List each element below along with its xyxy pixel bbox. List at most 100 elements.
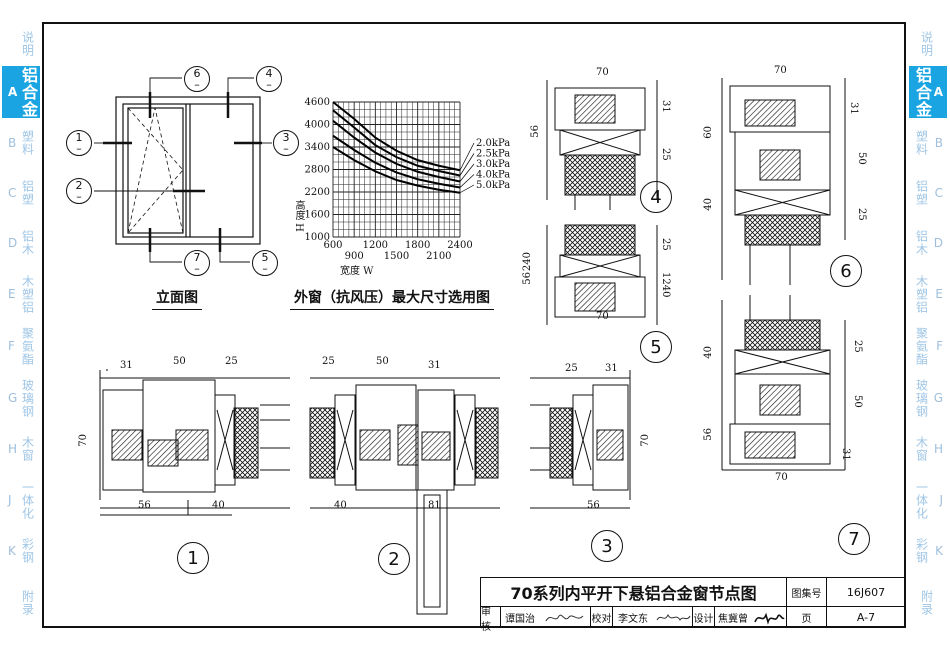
marker-dash: – (266, 78, 272, 91)
marker-dash: – (283, 142, 289, 155)
dim-d1-31: 31 (120, 360, 133, 371)
category-tab-code: A (933, 85, 943, 99)
designer-signature-icon (753, 612, 785, 625)
category-tab-11[interactable]: 附录 (909, 576, 947, 629)
category-tab-code: D (933, 236, 943, 250)
chart-series-label: 2.5kPa (476, 149, 510, 160)
dim-d4-31: 31 (660, 100, 671, 113)
elevation-marker-2: 2– (66, 178, 92, 204)
detail-number-7: 7 (838, 523, 870, 555)
marker-dash: – (194, 262, 200, 275)
category-tab-label: 彩钢 (914, 538, 929, 564)
page-label: 页 (787, 607, 827, 628)
marker-number: 2 (75, 179, 83, 192)
category-tab-code: J (8, 493, 12, 507)
designer-name: 焦冀曾 (718, 614, 748, 625)
chart-x-tick: 900 (345, 251, 364, 262)
section-detail-6 (721, 78, 846, 285)
category-tab-label: 塑料 (20, 130, 35, 156)
section-detail-5 (546, 224, 658, 325)
dim-d7-31: 31 (840, 448, 851, 461)
dim-d5-1240: 1240 (660, 272, 671, 298)
dim-d4-70: 70 (596, 67, 609, 78)
checker-signature-icon (656, 613, 690, 621)
detail-number-1: 1 (177, 542, 209, 574)
category-tab-code: E (8, 287, 16, 301)
atlas-number: 16J607 (827, 578, 905, 607)
marker-number: 4 (265, 67, 273, 80)
section-detail-3 (530, 370, 631, 509)
chart-y-label: 高度 H (293, 200, 304, 232)
title-block: 70系列内平开下悬铝合金窗节点图 图集号 16J607 审核 谭国治 校对 李文… (480, 577, 906, 633)
dim-d2-81: 81 (428, 500, 441, 511)
category-tab-code: A (8, 85, 18, 99)
category-tab-code: F (8, 339, 15, 353)
reviewer-signature (539, 607, 591, 628)
category-tab-code: B (8, 136, 17, 150)
elevation-marker-7: 7– (184, 250, 210, 276)
dim-d5-240: 240 (522, 252, 533, 272)
category-tab-label: 一体化 (20, 480, 35, 520)
chart-series-label: 2.0kPa (476, 138, 510, 149)
chart-series-leader (459, 142, 475, 171)
category-tab-label: 聚氨酯 (20, 326, 35, 366)
chart-series-leader (459, 153, 475, 176)
category-tab-label: 塑料 (914, 130, 929, 156)
category-tab-label: 铝合金 (19, 66, 38, 118)
category-tab-code: H (933, 442, 943, 456)
dim-d4-25: 25 (660, 148, 671, 161)
category-tab-label: 说明 (20, 31, 35, 57)
chart-y-tick: 4600 (305, 97, 330, 108)
chart-y-tick: 3400 (305, 142, 330, 153)
dim-d3-70: 70 (640, 434, 651, 447)
drawing-frame (42, 22, 906, 628)
dim-d4-56: 56 (530, 125, 541, 138)
check-label: 校对 (591, 607, 613, 628)
chart-caption: 外窗（抗风压）最大尺寸选用图 (290, 287, 494, 310)
category-tab-6[interactable]: F 聚氨酯 (2, 320, 40, 372)
category-tab-code: F (936, 339, 943, 353)
dim-d6-31: 31 (848, 102, 859, 115)
elevation-marker-3: 3– (273, 130, 299, 156)
marker-number: 3 (282, 131, 290, 144)
category-tab-11[interactable]: 附录 (2, 576, 40, 629)
chart-x-tick: 600 (323, 240, 342, 251)
category-tab-label: 玻璃钢 (914, 378, 929, 418)
chart-series-label: 5.0kPa (476, 180, 510, 191)
category-tab-code: K (8, 544, 16, 558)
category-tab-9[interactable]: J 一体化 (2, 474, 40, 526)
designer-signature (751, 607, 787, 628)
page-number: A-7 (856, 611, 876, 624)
dim-d1-56: 56 (138, 500, 151, 511)
category-tab-0[interactable]: 说明 (2, 22, 40, 66)
drawing-title: 70系列内平开下悬铝合金窗节点图 (481, 578, 787, 607)
category-tab-0[interactable]: 说明 (909, 22, 947, 66)
dim-d1-70: 70 (78, 434, 89, 447)
dim-d3-25: 25 (565, 363, 578, 374)
marker-number: 1 (75, 131, 83, 144)
chart-x-tick: 1800 (405, 240, 430, 251)
checker-name: 李文东 (618, 614, 648, 625)
marker-dash: – (76, 142, 82, 155)
dim-d3-31: 31 (605, 363, 618, 374)
